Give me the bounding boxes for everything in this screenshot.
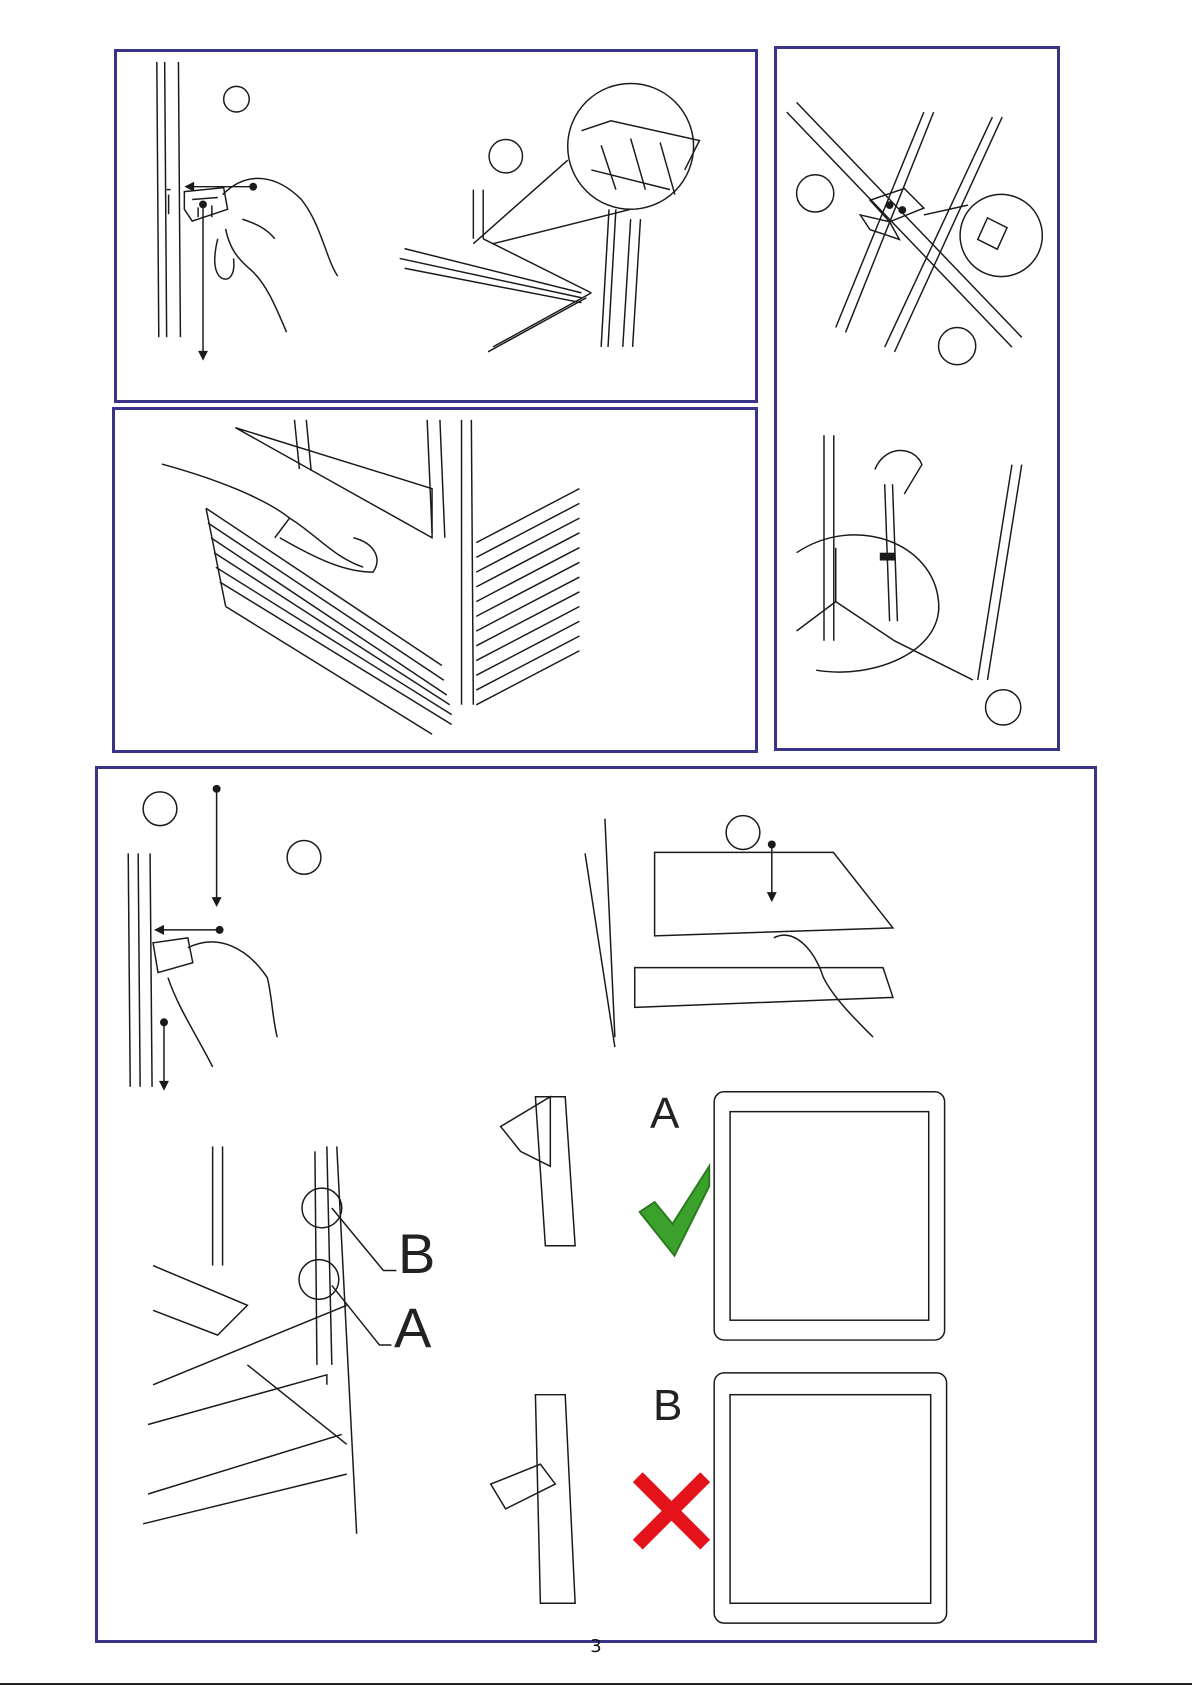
- step-circle: [224, 86, 250, 112]
- step-circle: [986, 690, 1021, 725]
- remove-clip-illustration: [117, 52, 755, 400]
- step-circle: [143, 792, 177, 826]
- cleaning-illustration: [115, 410, 755, 750]
- step-circle: [726, 816, 760, 850]
- step-panel-remove-clip: [114, 49, 758, 403]
- wrong-label: B: [653, 1381, 682, 1431]
- hook-label-a: A: [394, 1295, 431, 1360]
- reassembly-illustration: [98, 769, 1094, 1640]
- step-panel-cleaning: [112, 407, 758, 753]
- hook-label-b: B: [398, 1221, 435, 1286]
- step-circle: [489, 139, 522, 172]
- screw-illustration: [777, 49, 1057, 748]
- page-number: 3: [0, 1636, 1192, 1657]
- step-panel-reassembly: B A A B: [95, 766, 1097, 1643]
- correct-label: A: [650, 1089, 679, 1139]
- step-circle: [939, 328, 976, 365]
- check-mark-icon: [640, 1166, 710, 1255]
- step-panel-screws: [774, 46, 1060, 751]
- step-circle: [287, 841, 321, 875]
- step-circle: [797, 175, 834, 212]
- cross-mark-icon: [643, 1482, 701, 1540]
